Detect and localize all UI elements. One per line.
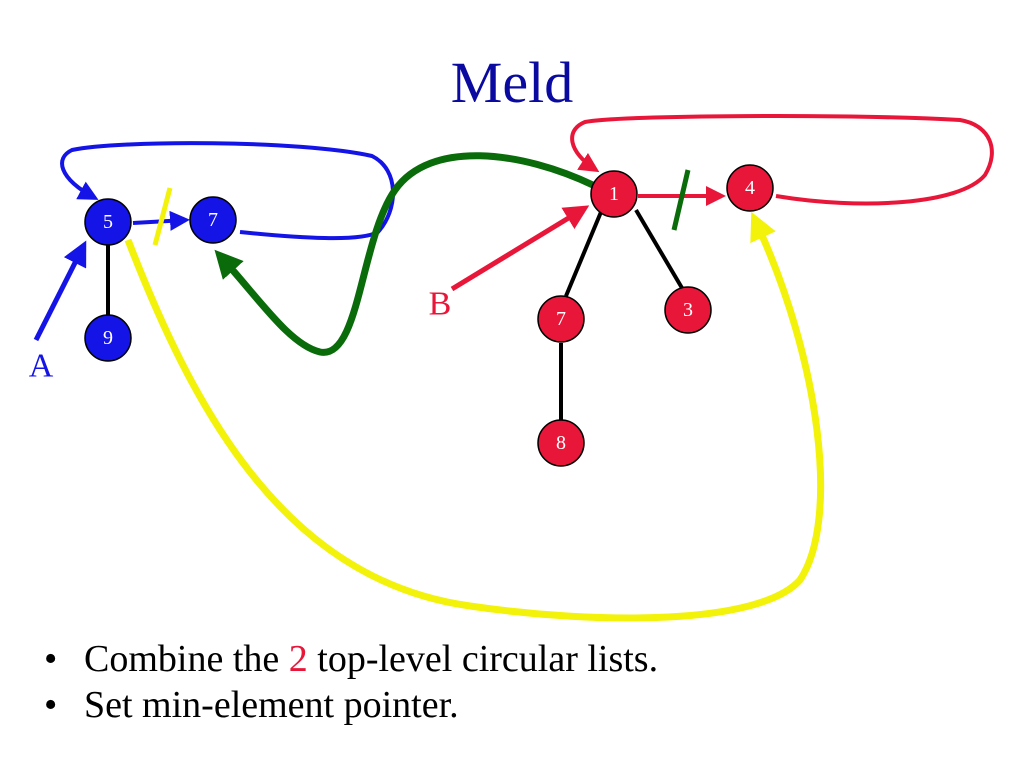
bullet-dot: • bbox=[44, 638, 58, 680]
bullet-text-after: top-level circular lists. bbox=[307, 638, 659, 680]
node-b4 bbox=[726, 164, 774, 212]
bullet-text-before: Combine the bbox=[84, 638, 289, 680]
bullet-item: • Combine the 2 top-level circular lists. bbox=[40, 636, 658, 682]
bullet-dot: • bbox=[44, 684, 58, 726]
node-a5-label: 5 bbox=[103, 211, 113, 233]
edge-b1-b7 bbox=[564, 211, 603, 297]
node-b7 bbox=[537, 295, 585, 343]
pointer-b-arrow bbox=[450, 205, 590, 292]
node-b4-label: 4 bbox=[745, 177, 755, 199]
node-a7-label: 7 bbox=[208, 209, 218, 231]
node-a5 bbox=[84, 198, 132, 246]
bullet-item: • Set min-element pointer. bbox=[40, 682, 658, 728]
node-b7-label: 7 bbox=[556, 308, 566, 330]
node-a9 bbox=[84, 314, 132, 362]
cut-mark-yellow bbox=[152, 187, 173, 246]
red-list-return-link bbox=[570, 114, 994, 206]
pointer-a-label: A bbox=[29, 348, 54, 385]
node-a9-label: 9 bbox=[103, 327, 113, 349]
pointer-b-label: B bbox=[429, 286, 452, 323]
edge-b1-b3 bbox=[634, 208, 684, 290]
pointer-a-arrow bbox=[33, 240, 87, 342]
node-b8 bbox=[537, 419, 585, 467]
node-b1 bbox=[590, 170, 638, 218]
yellow-meld-link bbox=[124, 211, 825, 622]
node-b3 bbox=[664, 286, 712, 334]
node-b3-label: 3 bbox=[683, 299, 693, 321]
bullet-list: • Combine the 2 top-level circular lists.… bbox=[40, 636, 658, 728]
blue-list-return-link bbox=[60, 141, 395, 241]
cut-mark-green bbox=[671, 169, 691, 231]
slide-title: Meld bbox=[450, 50, 574, 115]
node-a7 bbox=[189, 196, 237, 244]
node-b1-label: 1 bbox=[609, 183, 619, 205]
bullet-highlight: 2 bbox=[288, 638, 308, 680]
node-b8-label: 8 bbox=[556, 432, 566, 454]
bullet-text-before: Set min-element pointer. bbox=[84, 684, 459, 726]
green-meld-link bbox=[214, 152, 597, 356]
